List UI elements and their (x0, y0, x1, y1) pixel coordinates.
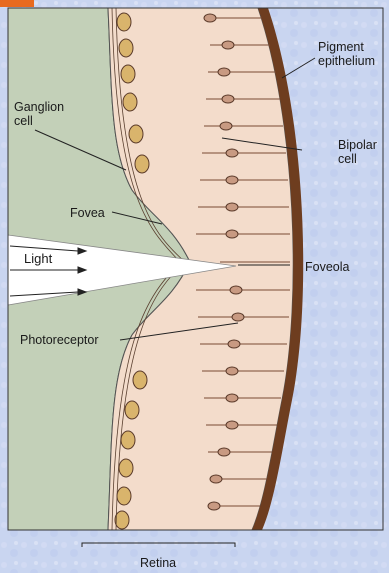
retina-label: Retina (140, 556, 176, 570)
corner-tab (0, 0, 34, 7)
fovea-label: Fovea (70, 206, 105, 220)
photoreceptor-label: Photoreceptor (20, 333, 99, 347)
pigment-label-1: Pigment (318, 40, 364, 54)
ganglion-label-1: Ganglion (14, 100, 64, 114)
ganglion-label-2: cell (14, 114, 33, 128)
bipolar-label-2: cell (338, 152, 357, 166)
foveola-label: Foveola (305, 260, 349, 274)
bipolar-label-1: Bipolar (338, 138, 377, 152)
light-label: Light (24, 252, 52, 266)
pigment-label-2: epithelium (318, 54, 375, 68)
